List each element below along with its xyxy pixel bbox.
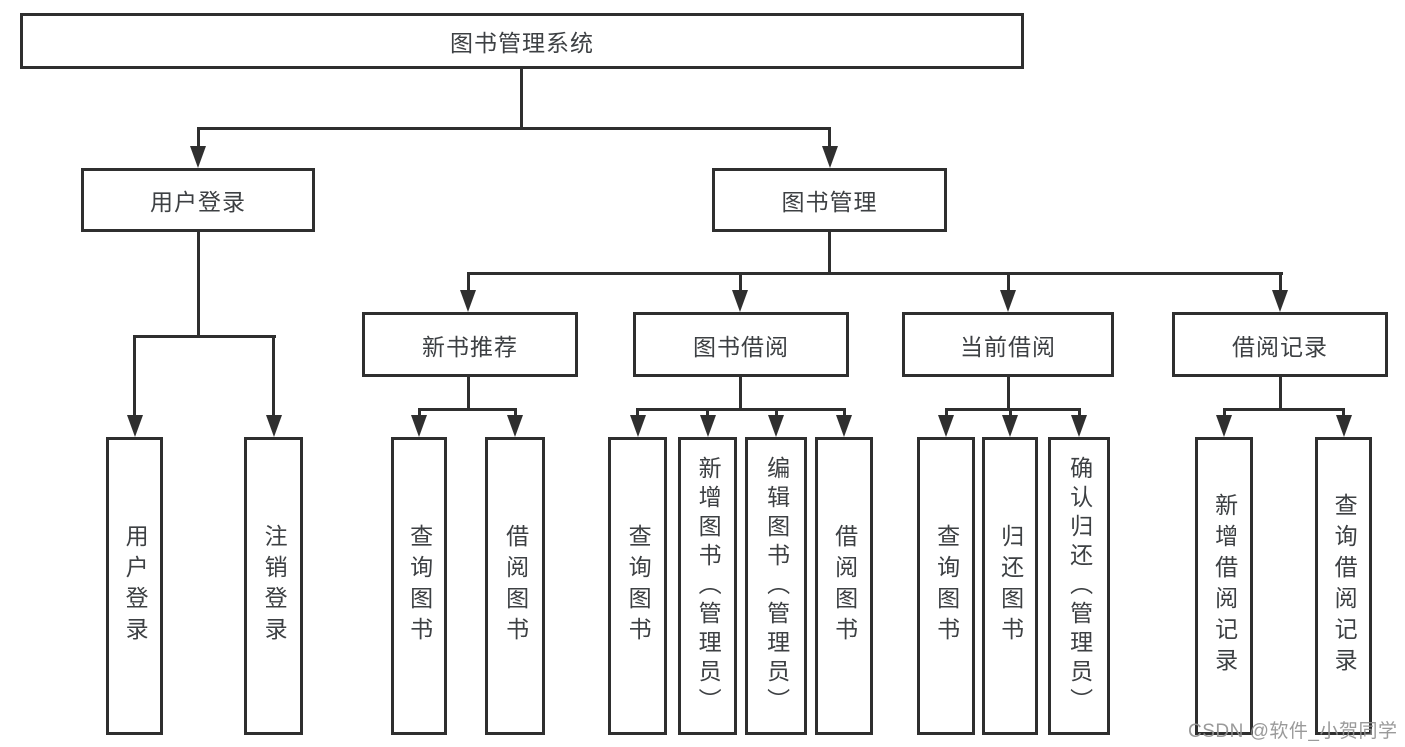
arrowhead-return-book [1002,415,1018,437]
leaf-borrow-book-recommend: 借阅图书 [485,437,545,735]
arrowhead-book-mgmt [821,146,838,168]
connector-borrow-records-trunk [1278,377,1282,411]
connector-arrow-shaft-user-login [196,127,200,147]
connector-arrow-shaft-confirm-return [1077,408,1081,417]
connector-arrow-shaft-book-mgmt [827,127,831,147]
arrowhead-borrow-record [1272,290,1288,312]
connector-arrow-shaft-new-book [466,272,470,291]
connector-book-borrow-trunk [738,377,742,411]
connector-arrow-shaft-book-borrow [738,272,742,291]
arrowhead-borrow-book-1 [507,415,523,437]
node-new-book-recommend-label: 新书推荐 [422,333,518,360]
csdn-watermark: CSDN @软件_小贺同学 [1188,721,1398,742]
arrowhead-user-login [190,146,206,168]
arrowhead-query-book-1 [411,415,427,437]
connector-arrow-shaft-leaf-user-login [133,335,136,416]
leaf-query-book-borrow: 查询图书 [608,437,667,735]
leaf-query-book-current-label: 查询图书 [933,524,960,648]
connector-borrow-records-rail [1222,408,1345,411]
arrowhead-current-borrow [1000,290,1016,312]
leaf-user-login: 用户登录 [106,437,163,735]
node-user-login-label: 用户登录 [150,189,246,215]
node-book-borrow: 图书借阅 [633,312,849,377]
connector-level2-rail [196,127,831,130]
connector-arrow-shaft-leaf-logout [272,335,275,416]
connector-arrow-shaft-borrow-record [1278,272,1282,291]
leaf-logout-login: 注销登录 [244,437,303,735]
leaf-return-book-label: 归还图书 [997,524,1024,648]
connector-arrow-shaft-query-book-3 [944,408,948,417]
connector-user-login-rail [133,335,276,338]
arrowhead-query-book-2 [629,415,646,437]
leaf-confirm-return-admin: 确认归还（管理员） [1048,437,1110,735]
connector-arrow-shaft-edit-book [774,408,778,417]
arrowhead-confirm-return [1071,415,1087,437]
node-book-mgmt: 图书管理 [712,168,947,232]
connector-arrow-shaft-query-record [1342,408,1345,417]
arrowhead-query-record [1335,415,1352,437]
node-root: 图书管理系统 [20,13,1024,69]
leaf-borrow-book: 借阅图书 [815,437,873,735]
connector-current-borrow-trunk [1006,377,1010,411]
connector-arrow-shaft-query-book-1 [417,408,421,417]
connector-arrow-shaft-add-book [706,408,709,417]
node-root-label: 图书管理系统 [450,30,594,56]
connector-arrow-shaft-add-record [1222,408,1226,417]
leaf-confirm-return-admin-label: 确认归还（管理员） [1066,455,1093,717]
node-new-book-recommend: 新书推荐 [362,312,578,377]
connector-arrow-shaft-return-book [1008,408,1012,417]
node-borrow-records-label: 借阅记录 [1232,333,1328,360]
arrowhead-add-record [1216,415,1232,437]
connector-current-borrow-rail [944,408,1081,411]
leaf-query-book-current: 查询图书 [917,437,975,735]
leaf-query-book-recommend-label: 查询图书 [406,524,433,648]
node-borrow-records: 借阅记录 [1172,312,1388,377]
arrowhead-add-book [699,415,716,437]
leaf-logout-login-label: 注销登录 [261,524,288,648]
leaf-borrow-book-label: 借阅图书 [831,524,858,648]
connector-new-book-rail [417,408,517,411]
leaf-add-book-admin: 新增图书（管理员） [678,437,737,735]
node-current-borrow-label: 当前借阅 [960,333,1056,360]
arrowhead-new-book [460,290,476,312]
leaf-query-borrow-record: 查询借阅记录 [1315,437,1372,735]
node-user-login: 用户登录 [81,168,315,232]
connector-arrow-shaft-borrow-book-1 [513,408,517,417]
node-book-borrow-label: 图书借阅 [693,333,789,360]
leaf-edit-book-admin-label: 编辑图书（管理员） [763,455,790,717]
leaf-add-book-admin-label: 新增图书（管理员） [695,455,722,717]
arrowhead-query-book-3 [938,415,954,437]
leaf-add-borrow-record: 新增借阅记录 [1195,437,1253,735]
arrowhead-leaf-logout [265,415,282,437]
leaf-query-book-recommend: 查询图书 [391,437,447,735]
node-book-mgmt-label: 图书管理 [781,189,878,215]
leaf-add-borrow-record-label: 新增借阅记录 [1211,493,1238,679]
connector-arrow-shaft-borrow-book-2 [842,408,846,417]
connector-arrow-shaft-query-book-2 [636,408,639,417]
arrowhead-edit-book [768,415,784,437]
arrowhead-leaf-user-login [126,415,143,437]
connector-book-mgmt-trunk [827,232,831,275]
leaf-query-book-borrow-label: 查询图书 [625,524,652,648]
connector-book-borrow-rail [635,408,846,411]
connector-level3-rail [466,272,1283,275]
leaf-edit-book-admin: 编辑图书（管理员） [745,437,807,735]
arrowhead-book-borrow [732,290,748,312]
connector-new-book-trunk [466,377,470,411]
node-current-borrow: 当前借阅 [902,312,1114,377]
connector-arrow-shaft-current-borrow [1006,272,1010,291]
connector-root-trunk [519,69,523,130]
arrowhead-borrow-book-2 [836,415,852,437]
leaf-user-login-label: 用户登录 [122,524,149,648]
leaf-borrow-book-recommend-label: 借阅图书 [502,524,529,648]
leaf-return-book: 归还图书 [982,437,1038,735]
connector-user-login-trunk [196,232,200,337]
leaf-query-borrow-record-label: 查询借阅记录 [1331,493,1358,679]
